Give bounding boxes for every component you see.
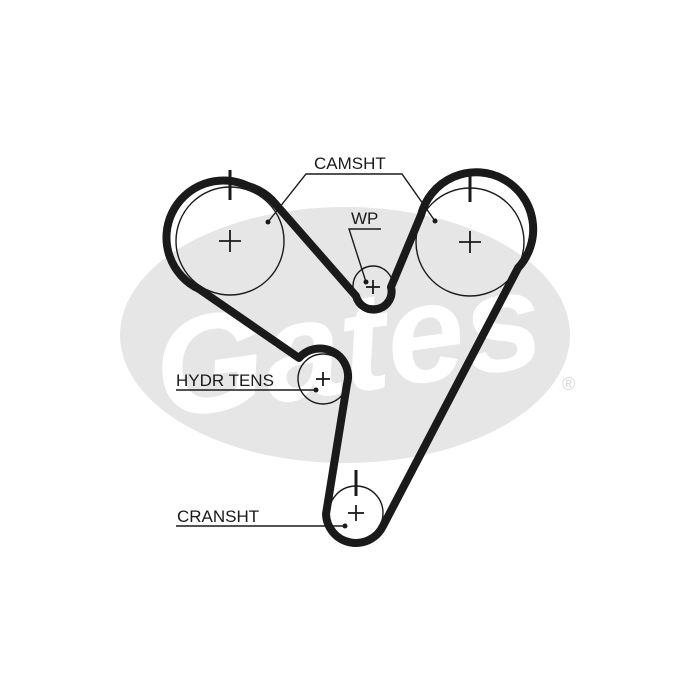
hydraulic-tensioner-label: HYDR TENS: [176, 371, 274, 390]
right-camshaft-pulley: [415, 172, 525, 297]
gates-watermark: Gates ®: [120, 207, 575, 463]
crankshaft-label: CRANSHT: [177, 507, 259, 526]
water-pump-label: WP: [351, 209, 378, 228]
timing-belt: [162, 168, 538, 547]
crankshaft-leader: [176, 523, 348, 529]
camshaft-leader: [265, 173, 438, 225]
hydraulic-tensioner-leader: [176, 387, 319, 393]
watermark-oval: [120, 207, 570, 463]
crankshaft-pulley: [328, 470, 384, 541]
water-pump-leader: [348, 228, 381, 285]
left-camshaft-pulley: [175, 170, 285, 296]
camshaft-label: CAMSHT: [314, 154, 386, 173]
watermark-registered-mark: ®: [562, 374, 575, 394]
